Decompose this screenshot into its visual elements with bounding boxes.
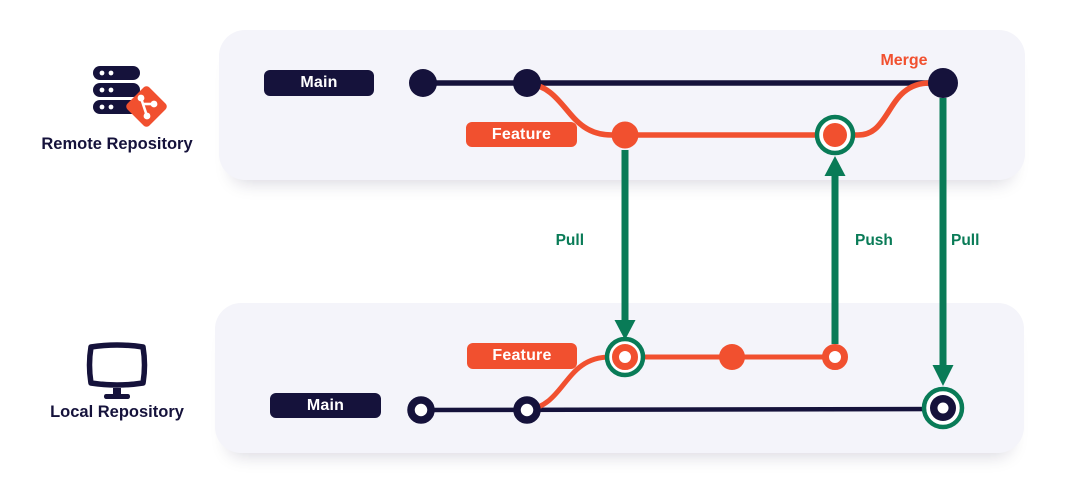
push-label: Push [855,232,893,249]
remote-main-branch-label: Main [264,70,374,96]
monitor-icon [86,342,148,399]
local-main-branch-label: Main [270,393,381,418]
pull-main-label: Pull [951,232,980,249]
remote-repository-icon [85,58,177,141]
remote-feature-branch-label: Feature [466,122,577,147]
remote-repository-caption: Remote Repository [41,135,193,153]
merge-label: Merge [880,52,928,69]
local-repository-caption: Local Repository [50,403,184,421]
local-feature-branch-label: Feature [467,343,577,369]
server-icon [93,66,140,114]
pull-feature-label: Pull [555,232,584,249]
git-logo-icon [126,86,167,127]
local-repository-icon [84,340,150,409]
local-repository-panel [215,303,1024,453]
